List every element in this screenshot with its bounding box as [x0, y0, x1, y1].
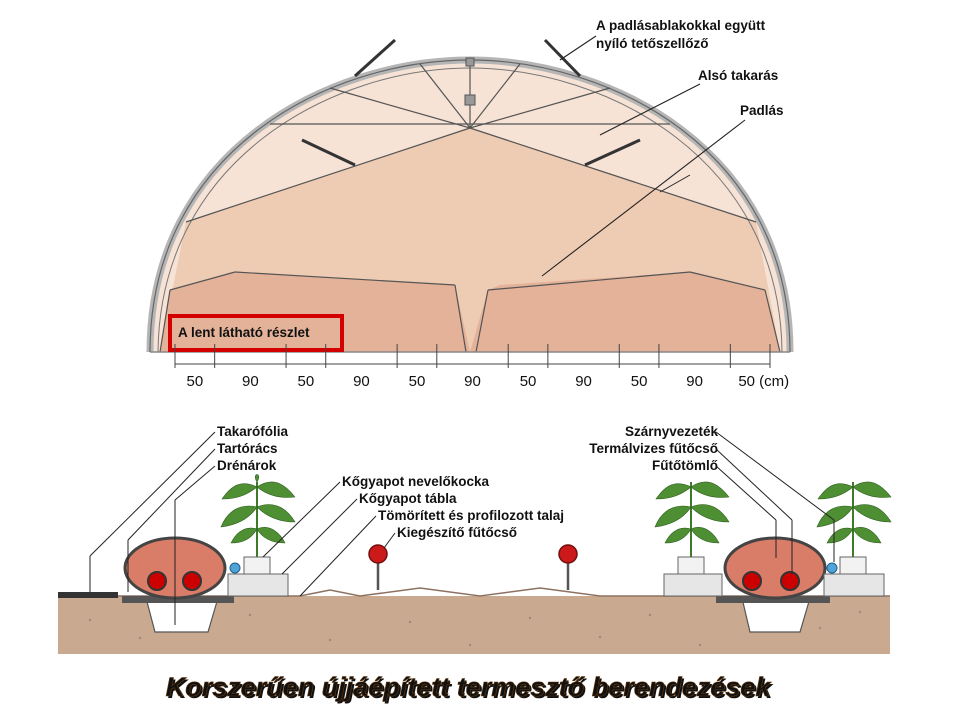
soil-surface — [58, 587, 890, 597]
label-heating-hose: Fűtőtömlő — [652, 458, 718, 473]
detail-highlight-box — [168, 314, 344, 352]
caption-shadow: Korszerűen újjáépített termesztő berende… — [168, 674, 775, 704]
label-rockwool-cube: Kőgyapot nevelőkocka — [342, 474, 490, 489]
ridge-top — [465, 57, 475, 67]
dimension-label: 90 — [575, 373, 592, 390]
middle-label-leaders — [262, 481, 396, 597]
rockwool-slab-right1 — [663, 573, 723, 597]
attic-callout: Padlás — [740, 103, 784, 118]
wing-pipe-right — [826, 562, 838, 574]
ground-plate-right — [716, 596, 830, 603]
drain-trench-left — [145, 597, 219, 633]
vent-callout-line1: A padlásablakokkal együtt — [596, 18, 766, 33]
ground-plate-far-left — [58, 592, 118, 598]
label-wing-pipe: Szárnyvezeték — [625, 424, 719, 439]
plant-icon — [654, 481, 730, 557]
dimension-label: 90 — [686, 373, 703, 390]
rockwool-cube-right1 — [677, 556, 705, 575]
roof-vents — [301, 38, 641, 167]
ground-plate-left — [122, 596, 234, 603]
lower-cover-layer — [160, 272, 470, 352]
label-support-grid: Tartórács — [217, 441, 278, 456]
label-drain-ditch: Drénárok — [217, 458, 277, 473]
dimension-label: 50 — [186, 373, 203, 390]
label-thermal-pipe: Termálvizes fűtőcső — [589, 441, 718, 456]
dimension-label: 50 — [520, 373, 537, 390]
dimension-label: 50 (cm) — [738, 373, 789, 390]
caption-text: Korszerűen újjáépített termesztő berende… — [166, 672, 773, 702]
supplementary-heating-pipe — [368, 544, 388, 590]
heating-bag-right — [723, 536, 827, 600]
dimension-label: 90 — [242, 373, 259, 390]
greenhouse-cross-section: A padlásablakokkal együtt nyíló tetőszel… — [146, 18, 794, 353]
left-label-leaders — [89, 431, 216, 625]
detail-highlight-label: A lent látható részlet — [178, 325, 310, 340]
top-callout-leaders — [541, 35, 746, 277]
wing-pipe-left — [229, 562, 241, 574]
right-label-leaders — [715, 431, 835, 574]
supplementary-heating-pipe — [558, 544, 578, 590]
plant-icon — [220, 474, 296, 557]
dimension-label: 90 — [353, 373, 370, 390]
label-compacted-soil: Tömörített és profilozott talaj — [378, 508, 564, 523]
lower-cover-callout: Alsó takarás — [698, 68, 778, 83]
plant-icon — [816, 481, 892, 557]
dimension-label: 50 — [298, 373, 315, 390]
dimension-line: 50 90 50 90 50 90 50 90 50 90 50 (cm) — [174, 344, 789, 390]
dimension-label: 90 — [464, 373, 481, 390]
rockwool-cube-left — [243, 556, 271, 575]
detail-view: Takarófólia Tartórács Drénárok Kőgyapot … — [58, 424, 892, 654]
soil-speckles — [88, 610, 862, 647]
label-cover-foil: Takarófólia — [217, 424, 289, 439]
heating-pipes — [147, 571, 800, 591]
label-rockwool-slab: Kőgyapot tábla — [359, 491, 457, 506]
lower-cover-layer-right — [470, 272, 780, 352]
dimension-label: 50 — [409, 373, 426, 390]
vent-callout-line2: nyíló tetőszellőző — [596, 36, 709, 51]
label-supplementary-pipe: Kiegészítő fűtőcső — [397, 525, 517, 540]
ridge-joint — [464, 94, 476, 106]
dimension-label: 50 — [631, 373, 648, 390]
rockwool-slab-left — [227, 573, 289, 597]
attic-leader — [659, 174, 691, 193]
drain-trench-right — [741, 597, 811, 633]
rockwool-cube-right2 — [839, 556, 867, 575]
caption: Korszerűen újjáépített termesztő berende… — [165, 672, 775, 704]
rockwool-slab-right2 — [823, 573, 885, 597]
